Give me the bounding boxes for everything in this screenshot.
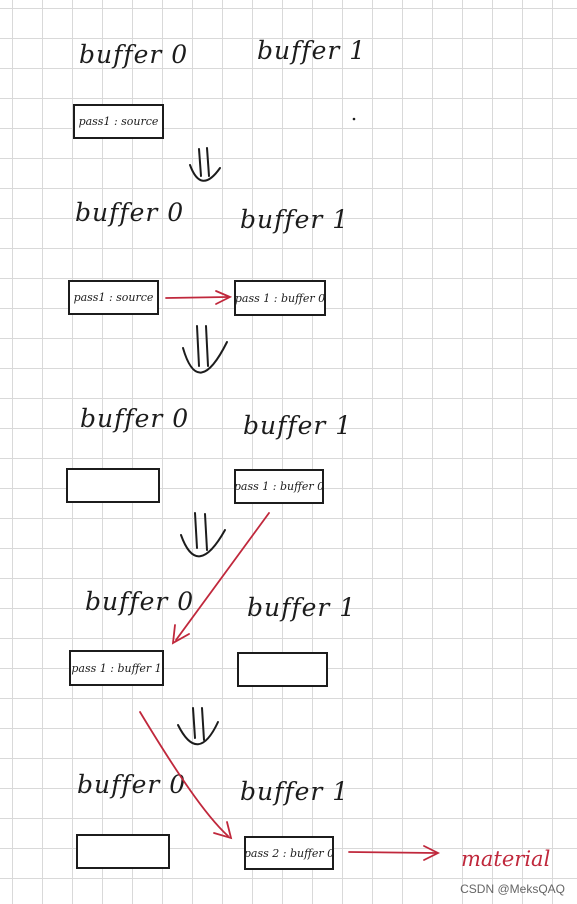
stage4-buffer1-label: buffer 1 bbox=[247, 593, 357, 622]
stage5-buffer0-box bbox=[76, 834, 170, 869]
red-arrow-icon bbox=[171, 512, 270, 645]
watermark-text: CSDN @MeksQAQ bbox=[460, 882, 565, 896]
stage1-buffer0-box: pass1 : source bbox=[73, 104, 164, 139]
stage4-buffer1-box bbox=[237, 652, 328, 687]
stage3-buffer1-box: pass 1 : buffer 0 bbox=[234, 469, 324, 504]
down-arrow-icon bbox=[180, 512, 226, 558]
red-arrow-icon bbox=[139, 711, 233, 840]
stage2-buffer0-box: pass1 : source bbox=[68, 280, 159, 315]
stage4-buffer0-label: buffer 0 bbox=[85, 587, 195, 616]
down-arrow-icon bbox=[182, 325, 228, 374]
stage4-buffer0-box: pass 1 : buffer 1 bbox=[69, 650, 164, 686]
stage1-buffer1-label: buffer 1 bbox=[257, 36, 367, 65]
down-arrow-icon bbox=[177, 707, 219, 746]
stage3-buffer0-box bbox=[66, 468, 160, 503]
stage5-buffer1-label: buffer 1 bbox=[240, 777, 350, 806]
output-material-label: material bbox=[461, 847, 551, 871]
stage2-buffer0-label: buffer 0 bbox=[75, 198, 185, 227]
stage5-buffer1-box: pass 2 : buffer 0 bbox=[244, 836, 334, 870]
stage3-buffer1-label: buffer 1 bbox=[243, 411, 353, 440]
stage5-buffer0-label: buffer 0 bbox=[77, 770, 187, 799]
ink-dot bbox=[352, 117, 356, 121]
stage1-buffer0-label: buffer 0 bbox=[79, 40, 189, 69]
red-arrow-icon bbox=[348, 845, 441, 861]
stage3-buffer0-label: buffer 0 bbox=[80, 404, 190, 433]
stage2-buffer1-box: pass 1 : buffer 0 bbox=[234, 280, 326, 316]
red-arrow-icon bbox=[165, 290, 233, 305]
down-arrow-icon bbox=[189, 147, 221, 182]
stage2-buffer1-label: buffer 1 bbox=[240, 205, 350, 234]
